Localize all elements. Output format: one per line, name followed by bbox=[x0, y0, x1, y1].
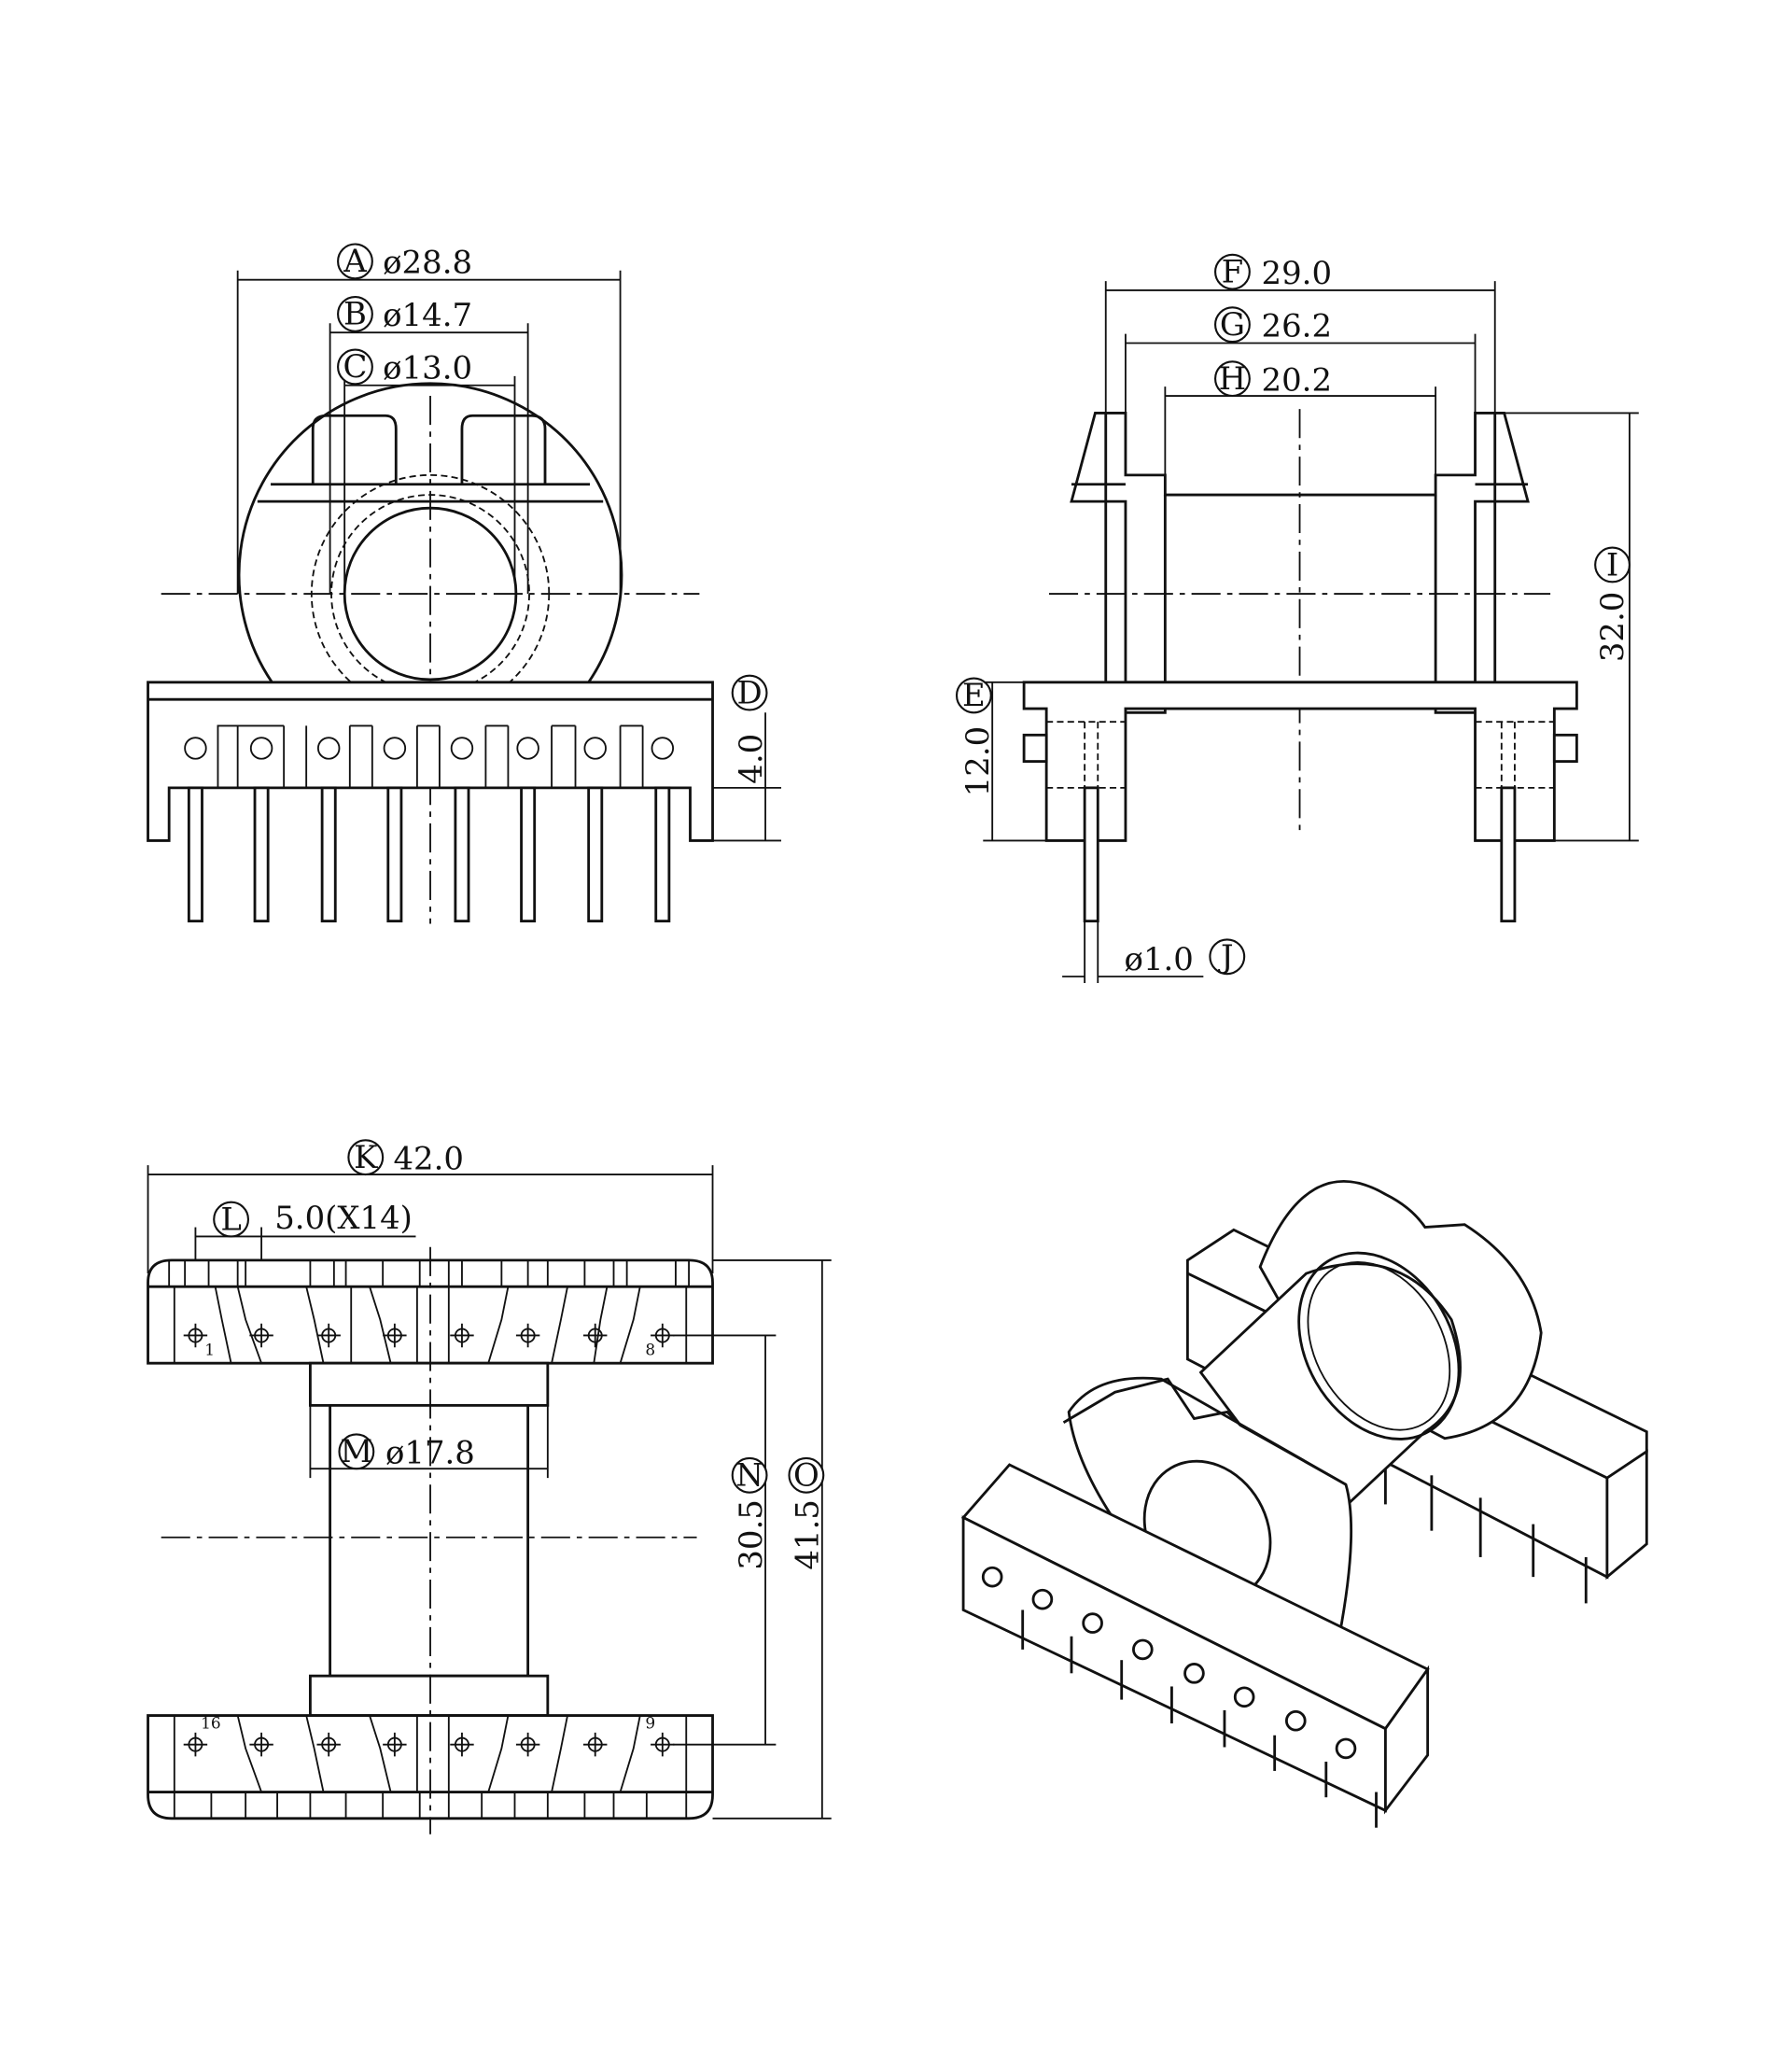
dimension-j: ø1.0 J bbox=[1062, 921, 1246, 984]
pin-hole-marker bbox=[249, 1732, 273, 1757]
pin-hole-marker bbox=[316, 1732, 341, 1757]
pin-hole-marker bbox=[515, 1323, 540, 1348]
pin-hole-marker bbox=[651, 1323, 675, 1348]
dimension-d-value: 4.0 bbox=[733, 734, 769, 784]
callout-j: J bbox=[1218, 938, 1234, 975]
dimension-g-value: 26.2 bbox=[1262, 307, 1333, 344]
dimension-a: A ø28.8 bbox=[236, 243, 622, 595]
callout-n: N bbox=[735, 1457, 763, 1494]
dimension-k: K 42.0 bbox=[147, 1139, 714, 1274]
pin-header-base bbox=[147, 681, 714, 842]
callout-f: F bbox=[1222, 253, 1244, 289]
dimension-o: O 41.5 bbox=[712, 1258, 832, 1820]
dimension-l-value: 5.0(X14) bbox=[274, 1200, 413, 1236]
pin-number-9: 9 bbox=[645, 1714, 655, 1733]
pin-hole-marker bbox=[651, 1732, 675, 1757]
pin-hole-marker bbox=[383, 1323, 407, 1348]
pin-hole-marker bbox=[383, 1732, 407, 1757]
pin-hole-marker bbox=[316, 1323, 341, 1348]
dimension-f-value: 29.0 bbox=[1262, 255, 1333, 291]
pin-hole-marker bbox=[515, 1732, 540, 1757]
dimension-m-value: ø17.8 bbox=[385, 1435, 475, 1471]
isometric-view bbox=[960, 1179, 1648, 1828]
callout-g: G bbox=[1220, 306, 1245, 343]
callout-k: K bbox=[354, 1139, 378, 1175]
pin-hole-marker bbox=[183, 1323, 208, 1348]
side-base bbox=[1022, 681, 1578, 842]
dimension-l: L 5.0(X14) bbox=[194, 1200, 416, 1336]
pin-number-8: 8 bbox=[645, 1341, 655, 1359]
iso-pins bbox=[1021, 1609, 1378, 1828]
pin-markers bbox=[183, 1323, 675, 1757]
bottom-view: K 42.0 L 5.0(X14) 1 8 16 9 bbox=[147, 1139, 832, 1834]
dimension-e-value: 12.0 bbox=[959, 726, 996, 797]
callout-a-circle bbox=[337, 243, 373, 280]
callout-d: D bbox=[737, 674, 763, 710]
dimension-m: M ø17.8 bbox=[309, 1405, 549, 1479]
dimension-g: G 26.2 bbox=[1125, 306, 1477, 475]
callout-i: I bbox=[1606, 546, 1618, 583]
pins bbox=[187, 786, 671, 923]
callout-h: H bbox=[1219, 360, 1247, 397]
dimension-d: A D 4.0 bbox=[712, 674, 782, 842]
callout-m: M bbox=[341, 1433, 373, 1469]
iso-pin-posts bbox=[981, 1566, 1357, 1760]
dimension-a-value: ø28.8 bbox=[383, 245, 472, 281]
pin-hole-marker bbox=[249, 1323, 273, 1348]
pin-slots bbox=[217, 724, 644, 788]
dimension-f: F 29.0 bbox=[1104, 253, 1496, 414]
dimension-i-value: 32.0 bbox=[1594, 592, 1631, 663]
callout-a: A bbox=[343, 243, 367, 279]
callout-e: E bbox=[962, 677, 986, 713]
callout-l: L bbox=[220, 1201, 242, 1237]
callout-c: C bbox=[343, 348, 367, 385]
dimension-h: H 20.2 bbox=[1164, 360, 1437, 496]
pin-hole-marker bbox=[582, 1732, 608, 1757]
pin-hole-marker bbox=[450, 1732, 474, 1757]
front-view: A ø28.8 B ø14.7 C ø13.0 bbox=[147, 243, 782, 924]
pin-hole-marker bbox=[183, 1732, 208, 1757]
pin-number-1: 1 bbox=[204, 1341, 215, 1359]
pin bbox=[1500, 786, 1517, 923]
pin-hole-marker bbox=[450, 1323, 474, 1348]
dimension-h-value: 20.2 bbox=[1262, 361, 1333, 398]
dimension-b: B ø14.7 bbox=[329, 296, 529, 595]
dimension-b-value: ø14.7 bbox=[383, 297, 472, 333]
callout-o: O bbox=[793, 1457, 819, 1494]
pin bbox=[1083, 786, 1099, 923]
pin-hole-marker bbox=[582, 1323, 608, 1348]
flange-outline bbox=[237, 382, 623, 683]
dimension-i: I 32.0 bbox=[1504, 412, 1639, 842]
side-view: F 29.0 G 26.2 H 20.2 bbox=[955, 253, 1639, 984]
dimension-n-value: 30.5 bbox=[733, 1499, 769, 1570]
dimension-k-value: 42.0 bbox=[393, 1140, 464, 1176]
pin-number-16: 16 bbox=[201, 1714, 221, 1733]
dimension-e: E 12.0 bbox=[955, 677, 1047, 842]
callout-b: B bbox=[343, 296, 367, 332]
dimension-j-value: ø1.0 bbox=[1125, 941, 1194, 977]
dimension-n: N 30.5 bbox=[673, 1334, 777, 1746]
pin-holes bbox=[184, 737, 675, 760]
dimension-o-value: 41.5 bbox=[790, 1499, 826, 1570]
dimension-c-value: ø13.0 bbox=[383, 350, 472, 387]
